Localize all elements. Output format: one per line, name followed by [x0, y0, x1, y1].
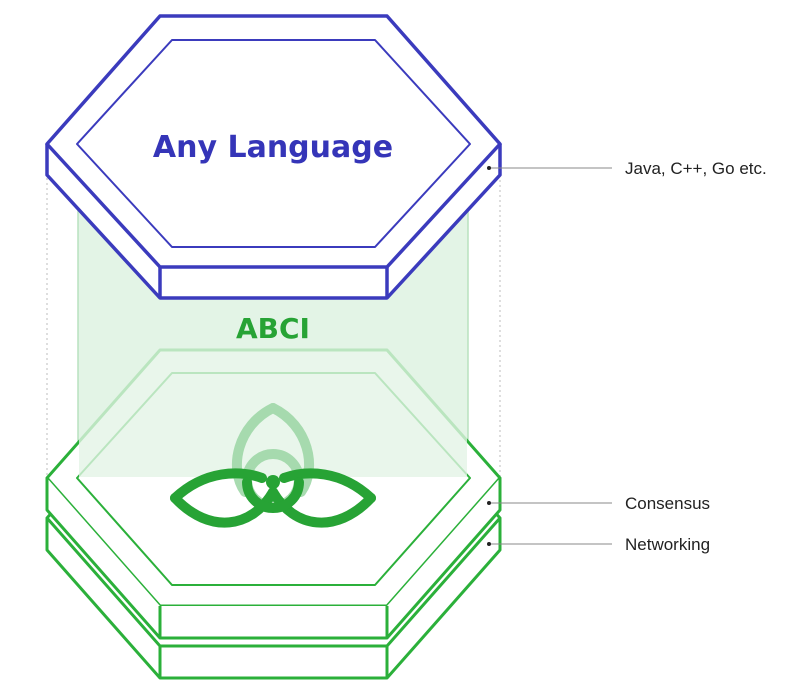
logo-center-dot	[266, 475, 280, 489]
callout-label-networking: Networking	[625, 535, 710, 554]
consensus-layer-side-fill	[47, 478, 500, 638]
any-language-label: Any Language	[153, 130, 393, 165]
callout-dot-consensus	[487, 501, 491, 505]
logo-lower-solid	[170, 468, 376, 528]
abci-label: ABCI	[236, 312, 310, 345]
callout-label-language: Java, C++, Go etc.	[625, 159, 767, 178]
language-layer-side	[45, 144, 502, 300]
language-layer	[45, 14, 502, 300]
tendermint-logo-icon	[170, 403, 376, 528]
dotted-guides	[46, 145, 501, 485]
consensus-layer-side	[45, 478, 502, 640]
callout-dot-language	[487, 166, 491, 170]
networking-layer-side	[45, 518, 502, 680]
callout-label-consensus: Consensus	[625, 494, 710, 513]
language-layer-inner-face	[76, 39, 471, 248]
callout-dot-networking	[487, 542, 491, 546]
callout-lines	[487, 166, 612, 546]
